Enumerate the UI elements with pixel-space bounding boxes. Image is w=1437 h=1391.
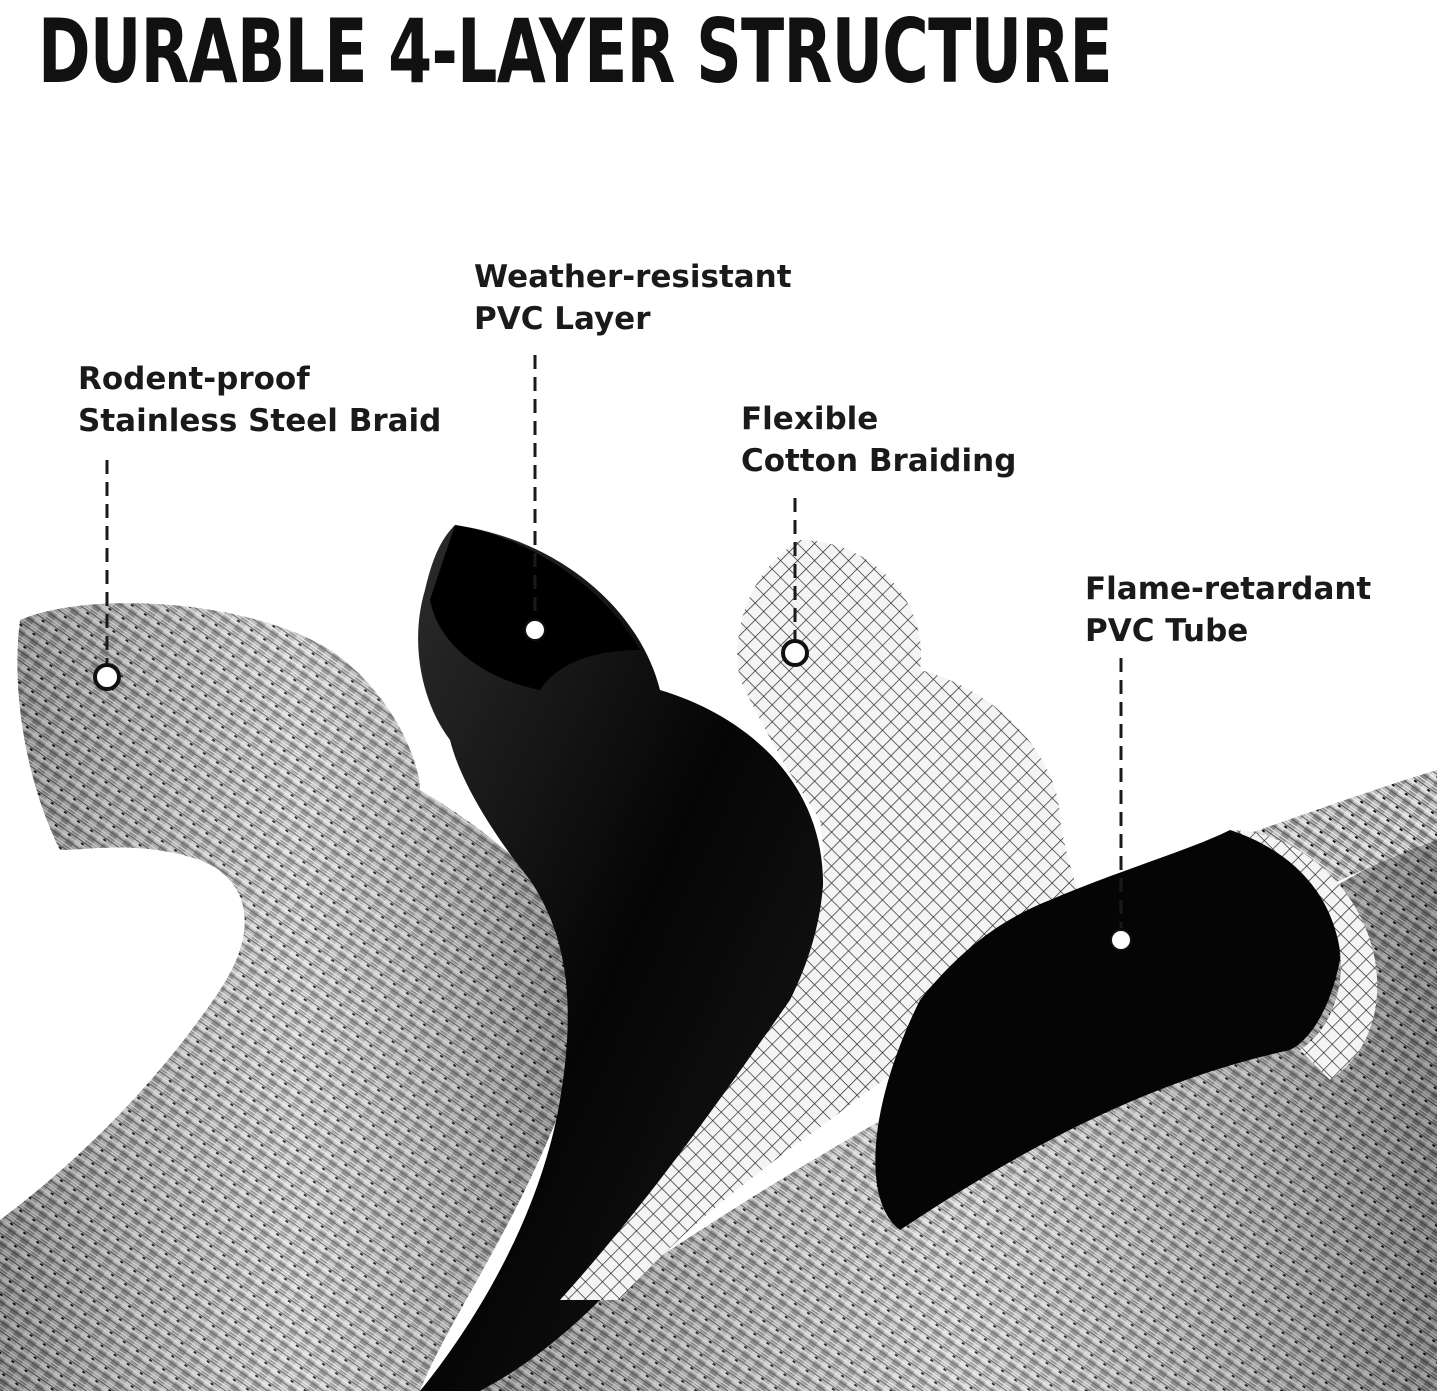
label-pvc-tube-line2: PVC Tube <box>1085 613 1249 649</box>
label-steel-braid: Rodent-proof Stainless Steel Braid <box>78 358 441 442</box>
label-pvc-tube-line1: Flame-retardant <box>1085 571 1372 607</box>
label-steel-braid-line2: Stainless Steel Braid <box>78 403 442 439</box>
stainless-steel-braid-layer <box>0 603 592 1391</box>
label-cotton-braiding: Flexible Cotton Braiding <box>741 398 1016 482</box>
marker-steel-braid <box>93 663 121 691</box>
layer-markers <box>93 619 1132 951</box>
label-steel-braid-line1: Rodent-proof <box>78 361 310 397</box>
marker-cotton-braiding <box>781 639 809 667</box>
label-cotton-braiding-line2: Cotton Braiding <box>741 443 1017 479</box>
label-pvc-tube: Flame-retardant PVC Tube <box>1085 568 1371 652</box>
marker-pvc-layer <box>524 619 546 641</box>
label-pvc-layer-line1: Weather-resistant <box>474 259 792 295</box>
leader-lines <box>105 355 1123 928</box>
page-title: DURABLE 4-LAYER STRUCTURE <box>38 0 1113 103</box>
flame-retardant-pvc-tube <box>875 830 1378 1230</box>
label-cotton-braiding-line1: Flexible <box>741 401 879 437</box>
marker-pvc-tube <box>1110 929 1132 951</box>
label-pvc-layer-line2: PVC Layer <box>474 301 651 337</box>
cotton-braiding-layer <box>560 540 1100 1300</box>
label-pvc-layer: Weather-resistant PVC Layer <box>474 256 792 340</box>
